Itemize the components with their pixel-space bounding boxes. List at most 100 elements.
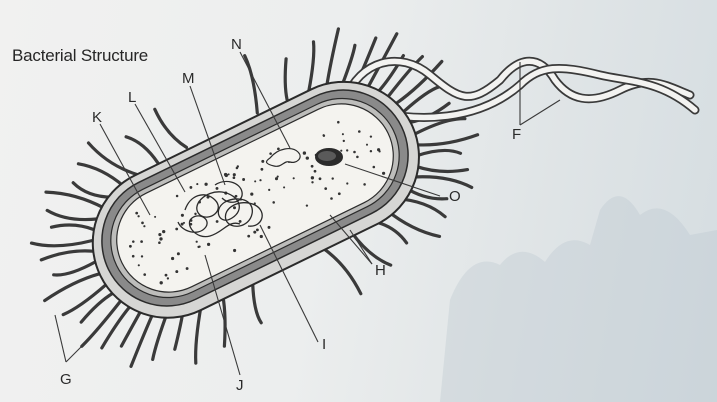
ribosome-dot <box>382 172 385 175</box>
ribosome-dot <box>253 231 256 234</box>
ribosome-dot <box>162 230 165 233</box>
label-G: G <box>60 371 72 388</box>
ribosome-dot <box>224 173 227 176</box>
ribosome-dot <box>342 133 344 135</box>
ribosome-dot <box>175 228 178 231</box>
label-M: M <box>182 70 195 87</box>
ribosome-dot <box>346 182 348 184</box>
ribosome-dot <box>323 135 325 137</box>
label-H: H <box>375 262 386 279</box>
ribosome-dot <box>233 206 236 209</box>
pilus <box>47 210 98 219</box>
ribosome-dot <box>141 222 144 225</box>
ribosome-dot <box>239 220 242 223</box>
ribosome-dot <box>242 178 245 181</box>
ribosome-dot <box>204 183 207 186</box>
ribosome-dot <box>311 176 314 179</box>
ribosome-dot <box>160 281 163 284</box>
pilus <box>32 241 93 246</box>
ribosome-dot <box>283 186 285 188</box>
ribosome-dot <box>135 212 138 215</box>
ribosome-dot <box>366 144 368 146</box>
ribosome-dot <box>303 151 306 154</box>
pilus <box>418 150 461 155</box>
ribosome-dot <box>143 273 146 276</box>
ribosome-dot <box>256 228 259 231</box>
pilus <box>41 251 93 260</box>
ribosome-dot <box>171 257 174 260</box>
ribosome-dot <box>158 241 161 244</box>
ribosome-dot <box>196 241 198 243</box>
ribosome-dot <box>143 225 145 227</box>
ribosome-dot <box>277 176 279 178</box>
pilus <box>131 311 154 367</box>
label-L: L <box>128 89 136 106</box>
pilus <box>416 166 468 171</box>
ribosome-dot <box>132 255 135 258</box>
ribosome-dot <box>260 235 263 238</box>
ribosome-dot <box>129 245 132 248</box>
pilus <box>82 300 122 346</box>
diagram-title: Bacterial Structure <box>12 46 148 66</box>
ribosome-dot <box>373 166 376 169</box>
ribosome-dot <box>306 204 308 206</box>
ribosome-dot <box>319 177 322 180</box>
ribosome-dot <box>277 148 280 151</box>
ribosome-dot <box>343 140 345 142</box>
ribosome-dot <box>340 150 342 152</box>
ribosome-dot <box>165 274 168 277</box>
inclusion-body <box>315 148 343 166</box>
ribosome-dot <box>363 183 366 186</box>
ribosome-dot <box>177 252 180 255</box>
ribosome-dot <box>137 215 139 217</box>
ribosome-dot <box>196 183 198 185</box>
ribosome-dot <box>358 130 361 133</box>
pilus <box>309 42 314 92</box>
pilus <box>52 225 95 230</box>
ribosome-dot <box>158 233 161 236</box>
ribosome-dot <box>332 177 334 179</box>
pilus <box>102 305 131 348</box>
ribosome-dot <box>233 249 236 252</box>
ribosome-dot <box>183 222 185 224</box>
ribosome-dot <box>338 192 341 195</box>
label-I: I <box>322 336 326 353</box>
ribosome-dot <box>233 173 236 176</box>
ribosome-dot <box>233 176 236 179</box>
ribosome-dot <box>197 246 199 248</box>
ribosome-dot <box>378 150 380 152</box>
ribosome-dot <box>207 243 210 246</box>
ribosome-dot <box>194 213 196 215</box>
ribosome-dot <box>181 214 184 217</box>
label-K: K <box>92 109 102 126</box>
ribosome-dot <box>132 240 135 243</box>
ribosome-dot <box>175 270 178 273</box>
pilus <box>73 183 113 198</box>
ribosome-dot <box>324 187 327 190</box>
label-N: N <box>231 36 242 53</box>
ribosome-dot <box>159 237 162 240</box>
label-J: J <box>236 377 244 394</box>
pilus <box>412 177 472 188</box>
ribosome-dot <box>154 216 156 218</box>
ribosome-dot <box>186 267 189 270</box>
ribosome-dot <box>346 149 348 151</box>
pilus <box>352 233 391 265</box>
ribosome-dot <box>140 240 143 243</box>
pilus <box>327 29 339 88</box>
ribosome-dot <box>330 197 333 200</box>
ribosome-dot <box>293 177 295 179</box>
ribosome-dot <box>268 226 271 229</box>
ribosome-dot <box>216 187 219 190</box>
ribosome-dot <box>370 135 372 137</box>
background-shadows <box>440 196 717 402</box>
ribosome-dot <box>261 160 264 163</box>
pilus <box>253 283 262 323</box>
ribosome-dot <box>259 179 261 181</box>
label-F: F <box>512 126 521 143</box>
ribosome-dot <box>370 150 372 152</box>
ribosome-dot <box>337 121 340 124</box>
ribosome-dot <box>314 170 317 173</box>
ribosome-dot <box>306 156 309 159</box>
ribosome-dot <box>141 255 143 257</box>
